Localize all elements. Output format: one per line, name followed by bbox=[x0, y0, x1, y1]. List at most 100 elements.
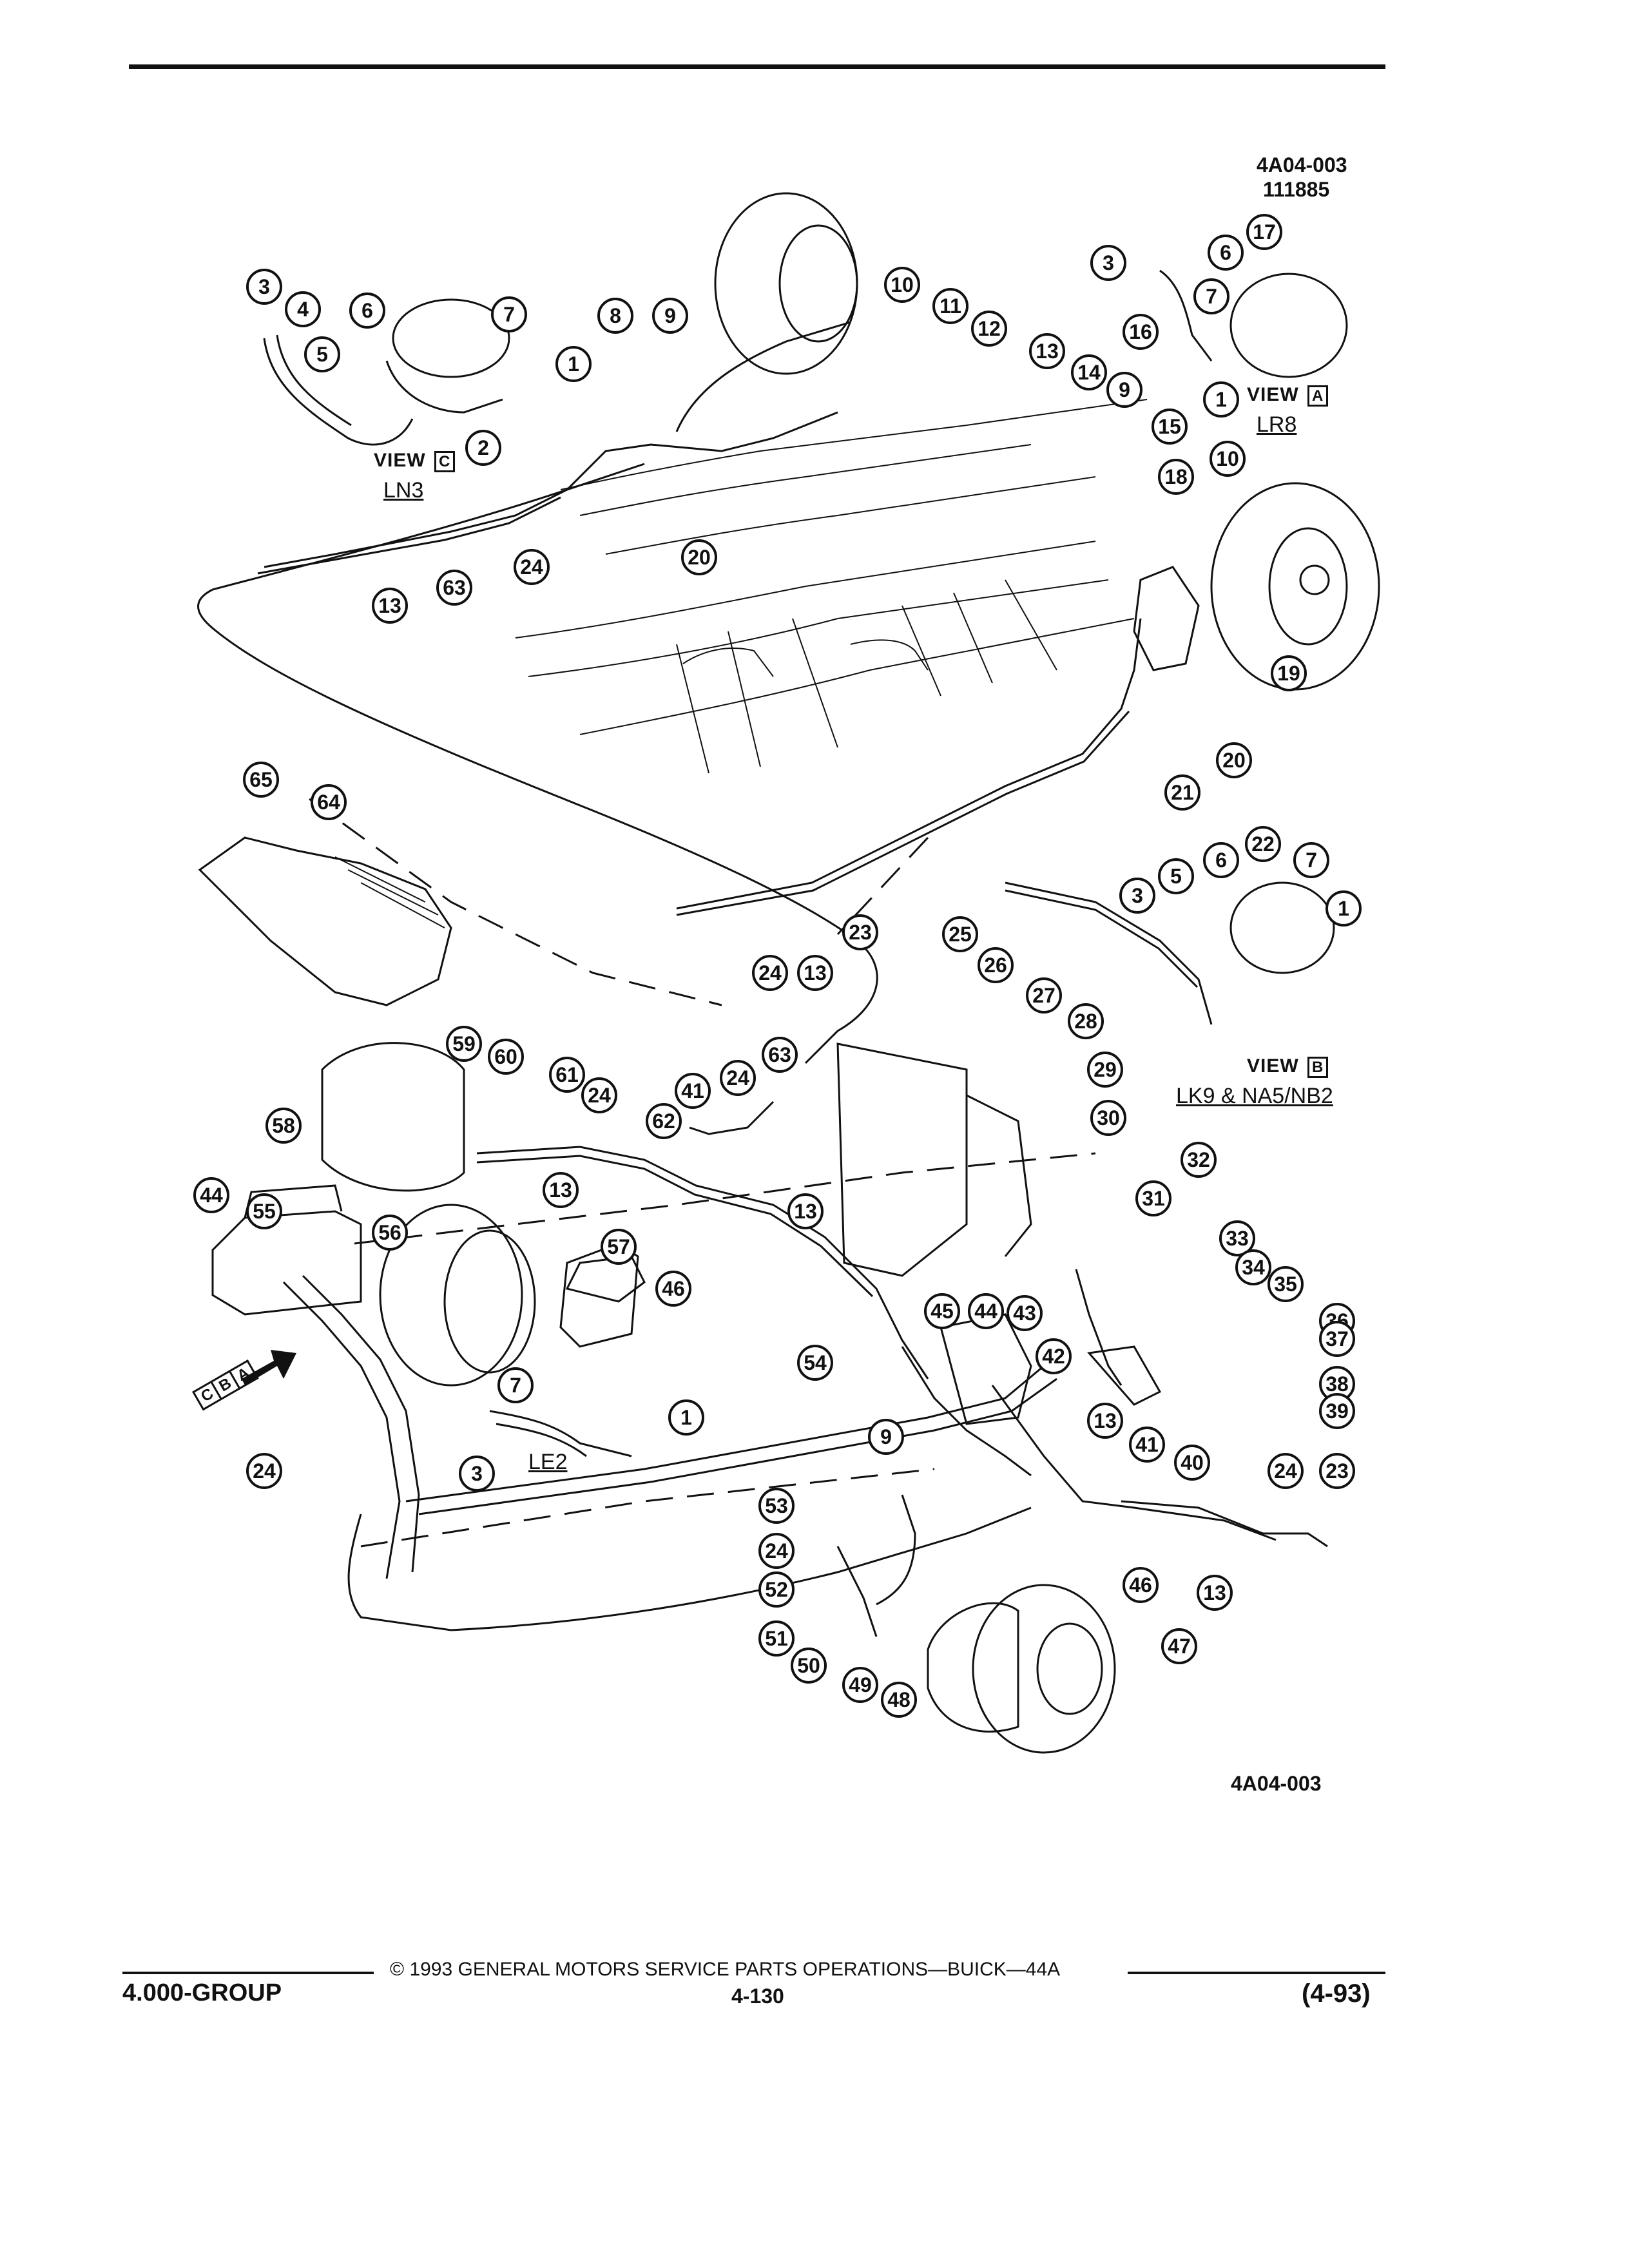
callout-number: 3 bbox=[1132, 884, 1143, 907]
figure-code-bottom: 4A04-003 bbox=[1231, 1772, 1322, 1795]
callout-circle bbox=[1246, 214, 1282, 250]
callout-number: 34 bbox=[1242, 1256, 1265, 1279]
callout-number: 24 bbox=[758, 961, 782, 985]
callout-number: 21 bbox=[1171, 781, 1194, 804]
callout-27: 27 bbox=[1026, 977, 1062, 1014]
callout-circle bbox=[1036, 1338, 1072, 1374]
callout-circle bbox=[372, 588, 408, 624]
callout-44: 44 bbox=[968, 1293, 1004, 1329]
callout-circle bbox=[668, 1399, 704, 1436]
callout-13: 13 bbox=[543, 1172, 579, 1208]
callout-number: 2 bbox=[477, 436, 489, 459]
callout-3: 3 bbox=[246, 269, 282, 305]
footer-group: 4.000-GROUP bbox=[122, 1979, 282, 2006]
callout-34: 34 bbox=[1235, 1249, 1271, 1285]
callout-circle bbox=[1026, 977, 1062, 1014]
view-le2-code: LE2 bbox=[528, 1450, 568, 1474]
callout-21: 21 bbox=[1164, 774, 1200, 811]
callout-13: 13 bbox=[372, 588, 408, 624]
callout-number: 41 bbox=[1135, 1433, 1159, 1456]
view-b-label: VIEW B bbox=[1247, 1055, 1329, 1078]
callout-number: 43 bbox=[1013, 1302, 1036, 1325]
callout-1: 1 bbox=[1325, 890, 1362, 927]
callout-number: 57 bbox=[607, 1235, 630, 1258]
callout-7: 7 bbox=[497, 1367, 534, 1403]
callout-number: 49 bbox=[849, 1673, 872, 1696]
callout-number: 29 bbox=[1094, 1058, 1117, 1081]
callout-6: 6 bbox=[349, 293, 385, 329]
callout-number: 1 bbox=[1215, 388, 1227, 411]
callout-number: 20 bbox=[688, 546, 711, 569]
callout-number: 54 bbox=[804, 1351, 827, 1374]
callout-48: 48 bbox=[881, 1682, 917, 1718]
callout-number: 42 bbox=[1042, 1345, 1065, 1368]
callout-circle bbox=[1129, 1427, 1165, 1463]
view-a-code: LR8 bbox=[1257, 412, 1297, 437]
footer-copyright: © 1993 GENERAL MOTORS SERVICE PARTS OPER… bbox=[390, 1959, 1061, 1980]
callout-23: 23 bbox=[842, 914, 878, 950]
view-a-box: A bbox=[1307, 385, 1329, 407]
callout-circle bbox=[758, 1533, 795, 1569]
callout-39: 39 bbox=[1319, 1393, 1355, 1429]
callout-number: 24 bbox=[765, 1539, 788, 1562]
callout-number: 18 bbox=[1164, 465, 1188, 488]
callout-circle bbox=[1106, 372, 1142, 408]
callout-11: 11 bbox=[932, 288, 969, 324]
callout-number: 7 bbox=[503, 303, 515, 326]
callout-number: 24 bbox=[520, 555, 543, 579]
view-c-code: LN3 bbox=[383, 478, 424, 503]
callout-circle bbox=[193, 1177, 229, 1213]
callout-circle bbox=[514, 549, 550, 585]
callout-circle bbox=[601, 1229, 637, 1265]
callout-number: 19 bbox=[1277, 662, 1300, 685]
callout-circle bbox=[1029, 333, 1065, 369]
callout-number: 41 bbox=[681, 1079, 704, 1102]
callout-number: 56 bbox=[378, 1221, 401, 1244]
callout-circle bbox=[1174, 1445, 1210, 1481]
line-art bbox=[197, 192, 1380, 1754]
callout-circle bbox=[1087, 1052, 1123, 1088]
callout-24: 24 bbox=[752, 955, 788, 991]
callout-number: 53 bbox=[765, 1494, 788, 1517]
callout-49: 49 bbox=[842, 1667, 878, 1703]
callout-15: 15 bbox=[1152, 408, 1188, 445]
callout-circle bbox=[581, 1077, 617, 1113]
callout-number: 22 bbox=[1251, 832, 1275, 856]
callout-59: 59 bbox=[446, 1026, 482, 1062]
callout-23: 23 bbox=[1319, 1453, 1355, 1489]
callout-20: 20 bbox=[1216, 742, 1252, 778]
callout-circle bbox=[1268, 1453, 1304, 1489]
callout-number: 17 bbox=[1253, 220, 1276, 244]
callout-circle bbox=[797, 1345, 833, 1381]
callout-circle bbox=[758, 1571, 795, 1608]
callout-number: 60 bbox=[494, 1045, 517, 1068]
callout-circle bbox=[543, 1172, 579, 1208]
callout-circle bbox=[1158, 858, 1194, 894]
callout-29: 29 bbox=[1087, 1052, 1123, 1088]
callout-circle bbox=[924, 1293, 960, 1329]
callout-18: 18 bbox=[1158, 459, 1194, 495]
callout-number: 1 bbox=[1338, 897, 1349, 920]
callout-circle bbox=[1135, 1180, 1171, 1216]
callout-circle bbox=[1271, 655, 1307, 691]
callout-circle bbox=[372, 1215, 408, 1251]
callout-3: 3 bbox=[459, 1456, 495, 1492]
callout-circle bbox=[1245, 826, 1281, 862]
callout-number: 16 bbox=[1129, 320, 1152, 343]
callout-number: 9 bbox=[664, 304, 676, 327]
callout-number: 5 bbox=[1170, 865, 1182, 888]
callout-26: 26 bbox=[978, 947, 1014, 983]
callout-25: 25 bbox=[942, 916, 978, 952]
callout-19: 19 bbox=[1271, 655, 1307, 691]
callout-circle bbox=[1203, 381, 1239, 418]
callout-number: 62 bbox=[652, 1110, 675, 1133]
callout-number: 44 bbox=[974, 1300, 998, 1323]
callout-number: 25 bbox=[949, 923, 972, 946]
callout-number: 12 bbox=[978, 317, 1001, 340]
callout-circle bbox=[762, 1037, 798, 1073]
callout-number: 65 bbox=[249, 768, 273, 791]
callout-13: 13 bbox=[1087, 1403, 1123, 1439]
callout-12: 12 bbox=[971, 311, 1007, 347]
callout-number: 20 bbox=[1222, 749, 1246, 772]
callout-circle bbox=[1087, 1403, 1123, 1439]
